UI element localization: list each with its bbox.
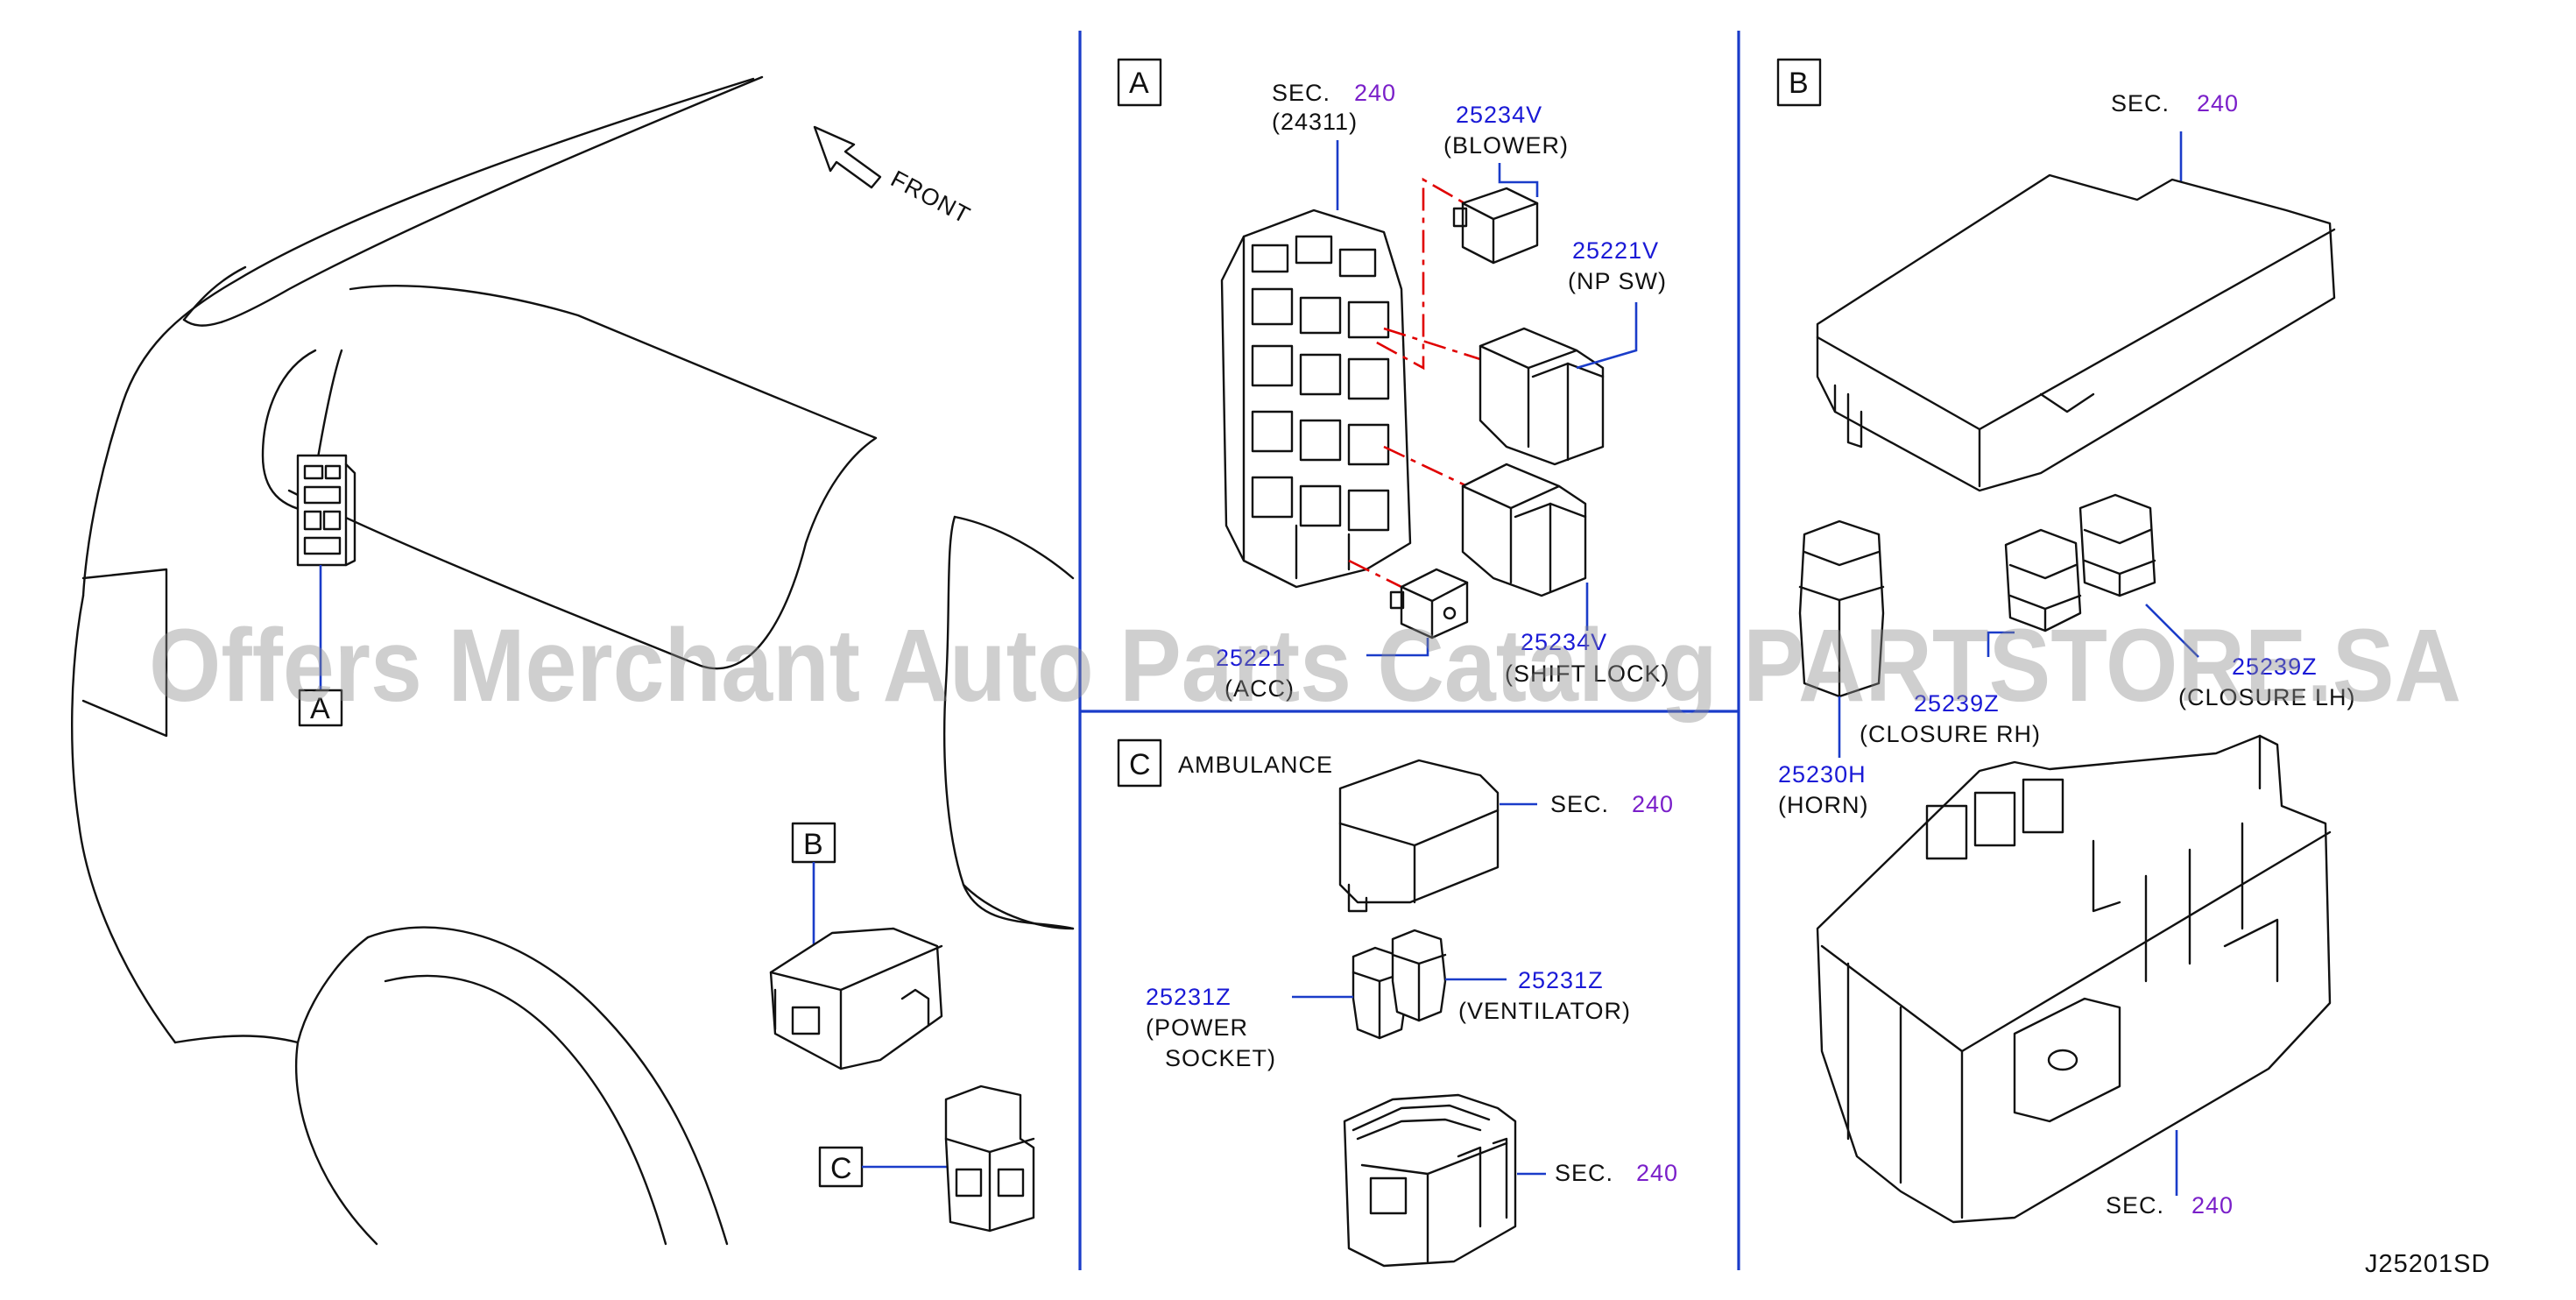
- relay-ventilator-name: (VENTILATOR): [1458, 998, 1631, 1024]
- svg-text:A: A: [310, 692, 330, 725]
- relay-closure-rh-name: (CLOSURE RH): [1860, 721, 2041, 747]
- relay-acc[interactable]: [1389, 568, 1469, 639]
- panel-c-sec2-number[interactable]: 240: [1636, 1160, 1678, 1186]
- relay-ventilator[interactable]: [1391, 929, 1447, 1022]
- callout-b-group: B: [769, 822, 943, 1070]
- svg-text:B: B: [803, 828, 823, 861]
- relay-closure-rh[interactable]: [2004, 528, 2082, 632]
- relay-blower[interactable]: [1452, 187, 1539, 265]
- watermark: Offers Merchant Auto Parts Catalog PARTS…: [149, 608, 2461, 724]
- panel-c-title: AMBULANCE: [1178, 752, 1333, 778]
- panel-c-cover: [1338, 759, 1500, 913]
- relay-horn-name: (HORN): [1778, 792, 1868, 818]
- panel-c-sec1-label: SEC.: [1550, 791, 1609, 817]
- relay-shift-lock-pn[interactable]: 25234V: [1521, 629, 1607, 655]
- relay-npsw-pn[interactable]: 25221V: [1572, 237, 1659, 264]
- relay-horn[interactable]: [1798, 519, 1885, 698]
- relay-closure-rh-pn[interactable]: 25239Z: [1914, 690, 2000, 717]
- vehicle-fuse-block: [296, 454, 356, 567]
- panel-a-sec-label: SEC.: [1272, 80, 1330, 106]
- guide-blower: [1374, 177, 1490, 371]
- relay-npsw[interactable]: [1479, 327, 1605, 466]
- panel-a-letter: A: [1129, 67, 1149, 100]
- panel-c-letter-box: [1117, 738, 1162, 788]
- panel-b-base: [1816, 734, 2332, 1224]
- guide-npsw: [1383, 327, 1481, 361]
- panel-b-sec-top-number[interactable]: 240: [2197, 90, 2239, 117]
- panel-b: B SEC. 240 25230H (HORN): [1776, 58, 2356, 1224]
- relay-closure-lh-pn[interactable]: 25239Z: [2232, 654, 2318, 680]
- callout-b[interactable]: B: [791, 822, 836, 864]
- callout-a[interactable]: A: [298, 689, 343, 727]
- panel-a-sec-sub: (24311): [1272, 109, 1358, 135]
- relay-shift-lock-name: (SHIFT LOCK): [1505, 661, 1670, 687]
- relay-blower-pn[interactable]: 25234V: [1456, 102, 1542, 128]
- relay-closure-lh[interactable]: [2078, 493, 2156, 597]
- panel-c-letter: C: [1129, 748, 1151, 781]
- panel-a-sec-number[interactable]: 240: [1354, 80, 1396, 106]
- callout-c[interactable]: C: [818, 1146, 864, 1188]
- relay-shift-lock[interactable]: [1461, 463, 1587, 597]
- relay-ventilator-pn[interactable]: 25231Z: [1518, 967, 1604, 993]
- panel-c-sec2-label: SEC.: [1555, 1160, 1613, 1186]
- relay-acc-name: (ACC): [1224, 675, 1295, 702]
- panel-c-sec1-number[interactable]: 240: [1632, 791, 1674, 817]
- relay-blower-name: (BLOWER): [1443, 132, 1569, 159]
- panel-b-sec-bottom-number[interactable]: 240: [2191, 1192, 2234, 1219]
- relay-npsw-name: (NP SW): [1568, 268, 1667, 294]
- front-label: FRONT: [886, 166, 975, 229]
- panel-c-holder: [1343, 1093, 1517, 1268]
- callout-c-group: C: [818, 1085, 1035, 1233]
- panel-c: C AMBULANCE SEC. 240 25231Z (POWER SOCKE…: [1117, 738, 1678, 1268]
- guide-acc: [1348, 559, 1420, 597]
- panel-b-sec-bottom-label: SEC.: [2106, 1192, 2164, 1219]
- relay-power-socket-name-1: (POWER: [1146, 1014, 1248, 1041]
- vehicle-outline: [71, 75, 1075, 1246]
- relay-horn-pn[interactable]: 25230H: [1778, 761, 1867, 788]
- front-arrow: FRONT: [813, 125, 975, 229]
- panel-a-letter-box: [1117, 58, 1162, 107]
- panel-b-cover: [1816, 173, 2336, 492]
- relay-power-socket-name-2: SOCKET): [1165, 1045, 1276, 1071]
- panel-b-letter-box: [1776, 58, 1822, 107]
- panel-a: A SEC. 240 (24311): [1117, 58, 1670, 702]
- relay-acc-pn[interactable]: 25221: [1216, 645, 1286, 671]
- relay-power-socket-pn[interactable]: 25231Z: [1146, 984, 1232, 1010]
- panel-a-fuse-block: [1220, 208, 1412, 589]
- diagram-code: J25201SD: [2365, 1250, 2490, 1278]
- panel-b-letter: B: [1789, 67, 1809, 100]
- guide-shift: [1383, 445, 1468, 488]
- svg-text:C: C: [830, 1152, 852, 1185]
- relay-closure-lh-name: (CLOSURE LH): [2178, 684, 2356, 710]
- panel-b-sec-top-label: SEC.: [2111, 90, 2170, 117]
